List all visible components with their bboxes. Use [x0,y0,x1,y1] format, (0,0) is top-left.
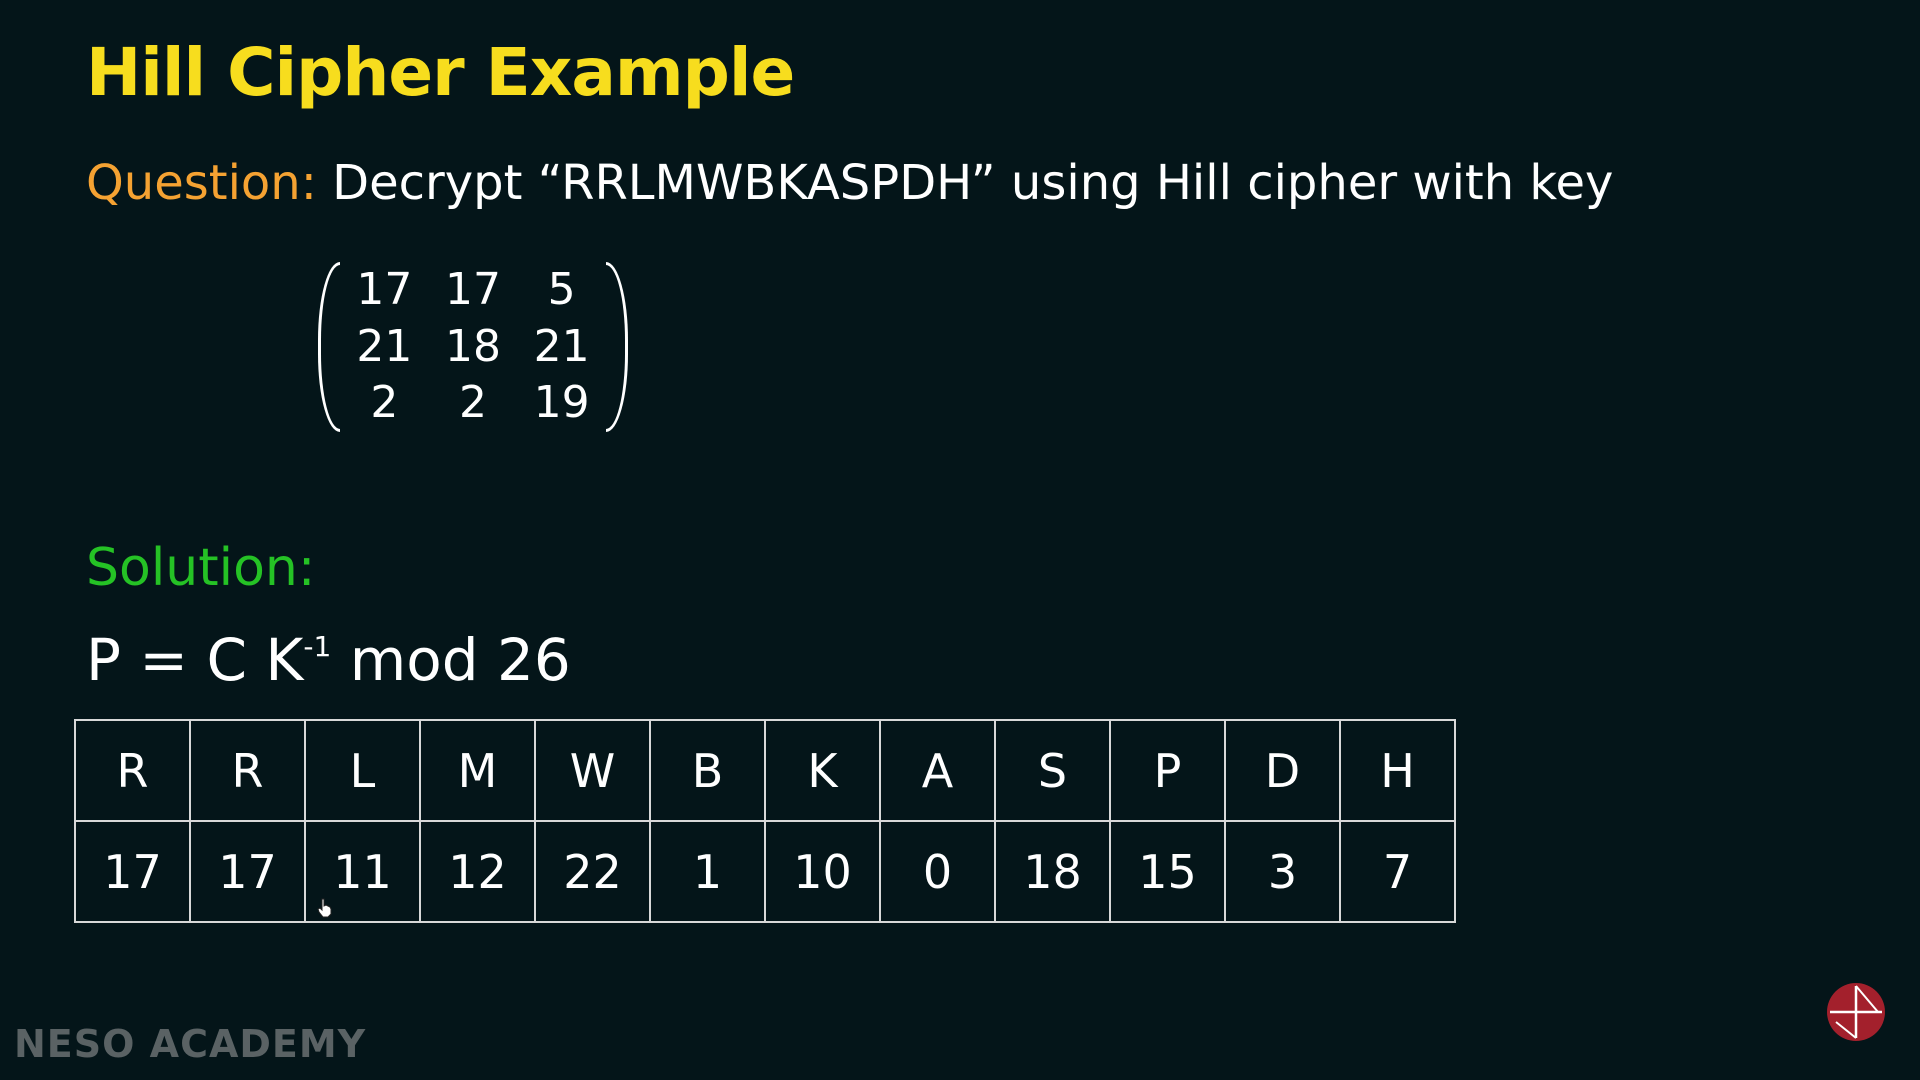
matrix-cell: 5 [547,264,576,315]
matrix-grid: 17 17 5 21 18 21 2 2 19 [340,262,606,432]
formula-main: P = C K [86,626,304,694]
decryption-formula: P = C K-1 mod 26 [86,626,571,694]
table-cell-number: 17 [74,820,191,923]
table-cell-letter: A [879,719,996,822]
question-text: Decrypt “RRLMWBKASPDH” using Hill cipher… [332,155,1614,211]
numbers-row: 17 17 11 12 22 1 10 0 18 15 3 7 [74,820,1456,923]
matrix-cell: 17 [356,264,413,315]
table-cell-number: 15 [1109,820,1226,923]
table-cell-number: 12 [419,820,536,923]
matrix-right-paren [606,262,628,432]
table-cell-letter: P [1109,719,1226,822]
matrix-left-paren [318,262,340,432]
solution-label: Solution: [86,538,316,598]
neso-academy-logo-icon [1827,983,1885,1041]
table-cell-letter: W [534,719,651,822]
table-cell-letter: H [1339,719,1456,822]
table-cell-number: 3 [1224,820,1341,923]
ciphertext-table: R R L M W B K A S P D H 17 17 11 12 22 1… [74,719,1456,923]
key-matrix: 17 17 5 21 18 21 2 2 19 [318,262,628,432]
formula-tail: mod 26 [331,626,571,694]
question-label: Question: [86,155,317,211]
matrix-cell: 2 [458,377,487,429]
formula-superscript: -1 [303,630,332,663]
table-cell-number: 0 [879,820,996,923]
matrix-cell: 17 [444,264,501,315]
matrix-cell: 21 [356,320,413,372]
table-cell-number: 7 [1339,820,1456,923]
table-cell-letter: B [649,719,766,822]
question-line: Question: Decrypt “RRLMWBKASPDH” using H… [86,155,1613,211]
matrix-cell: 21 [533,320,590,372]
table-cell-letter: R [189,719,306,822]
table-cell-number: 17 [189,820,306,923]
table-cell-letter: K [764,719,881,822]
hand-cursor-icon [317,898,332,918]
matrix-cell: 2 [370,377,399,429]
table-cell-letter: D [1224,719,1341,822]
letters-row: R R L M W B K A S P D H [74,719,1456,822]
matrix-cell: 19 [533,377,590,429]
watermark: NESO ACADEMY [14,1022,367,1066]
table-cell-number: 10 [764,820,881,923]
table-cell-letter: S [994,719,1111,822]
table-cell-letter: R [74,719,191,822]
table-cell-number: 22 [534,820,651,923]
table-cell-number: 18 [994,820,1111,923]
table-cell-letter: L [304,719,421,822]
matrix-cell: 18 [444,320,501,372]
table-cell-number: 1 [649,820,766,923]
slide-title: Hill Cipher Example [86,34,795,111]
table-cell-letter: M [419,719,536,822]
